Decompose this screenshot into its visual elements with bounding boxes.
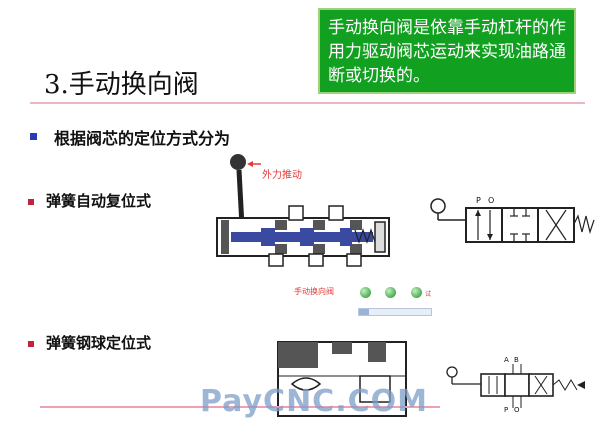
force-label: 外力推动 <box>262 170 302 181</box>
main-bullet-text: 根据阀芯的定位方式分为 <box>54 129 231 148</box>
play-button[interactable] <box>360 287 371 298</box>
title-divider <box>30 102 585 104</box>
bullet-square-icon <box>30 133 37 140</box>
stop-button[interactable] <box>411 287 422 298</box>
callout-text: 手动换向阀是依靠手动杠杆的作用力驱动阀芯运动来实现油路通断或切换的。 <box>328 18 566 86</box>
control-tail-text: 试 <box>425 291 432 298</box>
port-label-a: A <box>504 356 509 364</box>
item-spring-return: 弹簧自动复位式 <box>46 192 152 210</box>
valve-symbol-spring-return <box>430 198 595 243</box>
lever-knob-icon <box>230 154 246 170</box>
detent-valve-diagram <box>277 341 407 417</box>
lever-symbol-icon <box>446 366 458 378</box>
port-label-p-bottom: P <box>504 406 509 414</box>
port-label-o-bottom: O <box>514 406 520 414</box>
force-arrow-icon <box>247 161 253 167</box>
detent-arrow-icon <box>577 381 585 389</box>
valve-section-diagram <box>216 154 390 267</box>
bottom-divider <box>40 406 440 408</box>
bullet-red-icon <box>28 341 34 347</box>
bullet-red-icon <box>28 199 34 205</box>
pause-button[interactable] <box>385 287 396 298</box>
animation-caption: 手动换向阀 <box>294 287 334 296</box>
port-label-b: B <box>514 356 519 364</box>
callout-box: 手动换向阀是依靠手动杠杆的作用力驱动阀芯运动来实现油路通断或切换的。 <box>318 8 576 94</box>
valve-symbol-detent <box>446 364 585 408</box>
spring-symbol-icon <box>573 214 595 235</box>
port-label-p: P <box>476 196 481 205</box>
lever-symbol-icon <box>430 198 446 214</box>
item-steel-ball: 弹簧钢球定位式 <box>46 334 152 352</box>
port-label-o: O <box>488 196 495 205</box>
watermark-logo: PayCNC.COM <box>200 384 428 419</box>
progress-thumb[interactable] <box>359 309 369 315</box>
slide-title: 3.手动换向阀 <box>44 70 199 100</box>
progress-track[interactable] <box>358 308 432 316</box>
